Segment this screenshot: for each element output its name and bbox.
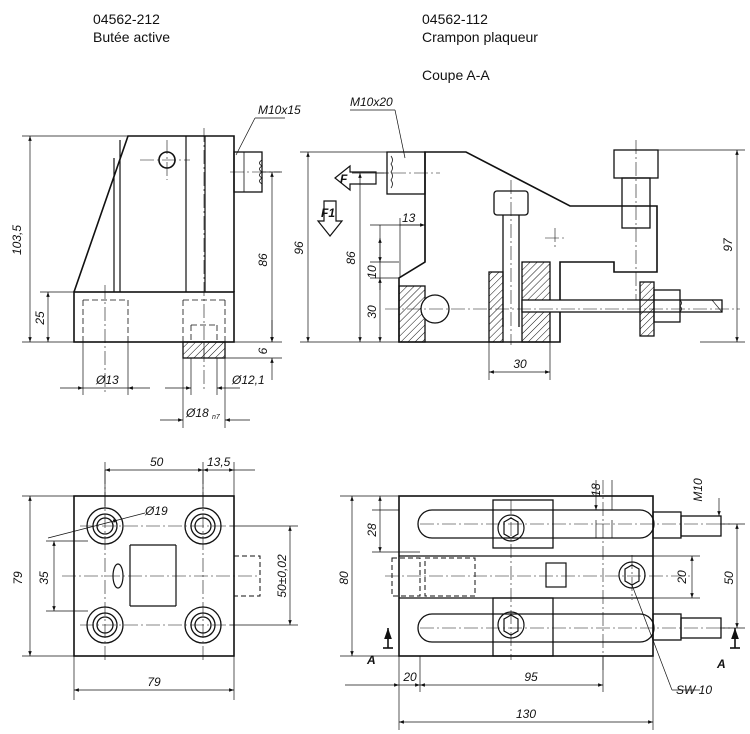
clamp-height-96: 96 <box>292 241 306 255</box>
clamp-top-dimensions <box>340 480 745 730</box>
stop-upright-body <box>73 135 235 293</box>
section-title: Coupe A-A <box>422 67 490 83</box>
force-label-f: F <box>340 172 348 186</box>
clamp-section-view <box>386 149 723 343</box>
clamp-height-50: 50 <box>722 571 736 585</box>
clamp-lower-block <box>492 597 554 657</box>
clamp-height-28: 28 <box>365 523 379 538</box>
stop-height-6: 6 <box>256 347 270 354</box>
section-label-a-right: A <box>716 657 726 671</box>
clamp-thread-m10: M10 <box>691 478 705 502</box>
stop-dia-12: Ø12,1 <box>231 373 265 387</box>
stop-part-code: 04562-212 <box>93 11 160 27</box>
clamp-height-10: 10 <box>365 265 379 279</box>
clamp-width-18: 18 <box>589 483 603 497</box>
section-marker-left: A <box>366 628 393 667</box>
stop-width-50: 50 <box>150 455 164 469</box>
stop-base-block <box>73 291 235 343</box>
stop-top-dimensions <box>22 462 298 700</box>
stop-header: 04562-212 Butée active <box>93 10 170 46</box>
stop-part-name: Butée active <box>93 29 171 45</box>
clamp-thread-label: M10x20 <box>350 95 393 109</box>
stop-height-79: 79 <box>11 571 25 585</box>
clamp-height-30: 30 <box>365 305 379 319</box>
clamp-width-130: 130 <box>516 707 536 721</box>
clamp-header: 04562-112 Crampon plaqueur <box>422 10 538 46</box>
clamp-rod-end-top <box>680 515 722 537</box>
clamp-height-80: 80 <box>337 571 351 585</box>
force-arrow-f: F <box>334 164 377 192</box>
stop-width-13-5: 13,5 <box>207 455 231 469</box>
clamp-height-20: 20 <box>675 570 689 585</box>
clamp-part-code: 04562-112 <box>422 11 488 27</box>
clamp-width-95: 95 <box>524 670 538 684</box>
stop-height-86: 86 <box>256 253 270 267</box>
stop-front-dimensions <box>22 117 285 428</box>
clamp-section-dimensions <box>300 109 745 380</box>
stop-width-79: 79 <box>147 675 161 689</box>
force-arrow-f1: F1 <box>316 200 344 237</box>
section-marker-right: A <box>716 628 740 671</box>
force-label-f1: F1 <box>321 206 335 220</box>
stop-dia-18: Ø18 <box>185 406 209 420</box>
clamp-height-97: 97 <box>721 237 735 252</box>
clamp-part-name: Crampon plaqueur <box>422 29 538 45</box>
stop-height-50-tol: 50±0,02 <box>275 554 289 598</box>
clamp-upper-slot <box>417 509 655 539</box>
clamp-width-13: 13 <box>402 211 416 225</box>
stop-height-35: 35 <box>37 571 51 585</box>
wrench-size-label: SW 10 <box>676 683 712 697</box>
clamp-width-30: 30 <box>513 357 527 371</box>
clamp-height-86: 86 <box>344 251 358 265</box>
clamp-lower-slot <box>417 613 655 643</box>
section-label-a-left: A <box>366 653 376 667</box>
stop-dia-13: Ø13 <box>95 373 119 387</box>
stop-dia-19: Ø19 <box>144 504 168 518</box>
stop-front-view <box>73 135 263 359</box>
stop-height-total: 103,5 <box>10 225 24 255</box>
clamp-tie-rod <box>521 299 723 313</box>
stop-thread-label: M10x15 <box>258 103 301 117</box>
stop-height-25: 25 <box>33 311 47 326</box>
stop-dia-18-tolerance: n7 <box>212 414 221 421</box>
clamp-width-20: 20 <box>402 670 417 684</box>
